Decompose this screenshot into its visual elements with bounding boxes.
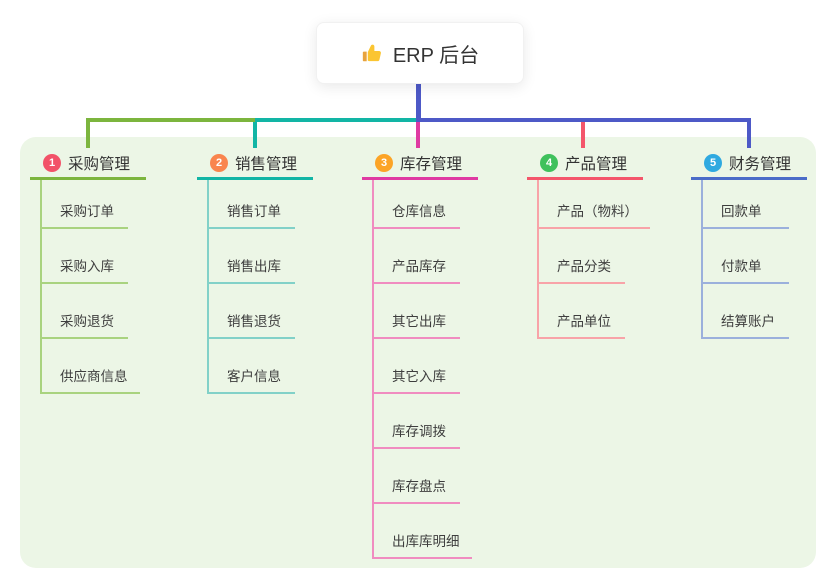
child-node-label: 产品单位 [557, 314, 611, 329]
child-node-label: 采购入库 [60, 259, 114, 274]
child-node[interactable]: 回款单 [703, 180, 789, 229]
branch-2-number-badge: 2 [210, 153, 228, 172]
child-node-label: 库存调拨 [392, 424, 446, 439]
child-node-label: 付款单 [721, 259, 762, 274]
child-node-label: 结算账户 [721, 314, 775, 329]
branch-2-children: 销售订单销售出库销售退货客户信息 [207, 180, 295, 394]
child-node-label: 采购退货 [60, 314, 114, 329]
branch-5-children: 回款单付款单结算账户 [701, 180, 789, 339]
child-node[interactable]: 结算账户 [703, 284, 789, 339]
branch-2: 2 销售管理销售订单销售出库销售退货客户信息 [197, 151, 313, 394]
bus-segment-teal [255, 118, 416, 122]
child-node[interactable]: 仓库信息 [374, 180, 460, 229]
child-node-label: 销售订单 [227, 204, 281, 219]
child-node-label: 其它出库 [392, 314, 446, 329]
root-node[interactable]: ERP 后台 [316, 22, 524, 84]
child-node[interactable]: 客户信息 [209, 339, 295, 394]
child-node[interactable]: 采购订单 [42, 180, 128, 229]
thumbs-up-icon [361, 42, 383, 64]
child-node[interactable]: 库存调拨 [374, 394, 460, 449]
branch-2-title-label: 销售管理 [235, 155, 298, 173]
bus-segment-green [86, 118, 255, 122]
branch-2-drop-line [253, 118, 257, 148]
bus-segment-blue [416, 118, 751, 122]
child-node[interactable]: 产品单位 [539, 284, 625, 339]
child-node[interactable]: 产品库存 [374, 229, 460, 284]
branch-3-title-label: 库存管理 [400, 155, 463, 173]
child-node-label: 采购订单 [60, 204, 114, 219]
branch-1: 1 采购管理采购订单采购入库采购退货供应商信息 [30, 151, 146, 394]
branch-4-number-badge: 4 [540, 153, 558, 172]
child-node-label: 其它入库 [392, 369, 446, 384]
child-node-label: 库存盘点 [392, 479, 446, 494]
branch-1-drop-line [86, 118, 90, 148]
branch-3-drop-line [416, 118, 420, 148]
child-node[interactable]: 其它出库 [374, 284, 460, 339]
child-node[interactable]: 销售退货 [209, 284, 295, 339]
child-node-label: 销售出库 [227, 259, 281, 274]
branch-3: 3 库存管理仓库信息产品库存其它出库其它入库库存调拨库存盘点出库库明细 [362, 151, 478, 559]
child-node[interactable]: 库存盘点 [374, 449, 460, 504]
branch-1-number-badge: 1 [43, 153, 61, 172]
child-node-label: 出库库明细 [392, 534, 460, 549]
branch-4-title-label: 产品管理 [565, 155, 628, 173]
child-node-label: 供应商信息 [60, 369, 128, 384]
branch-5-title[interactable]: 5 财务管理 [691, 151, 807, 180]
child-node-label: 销售退货 [227, 314, 281, 329]
branch-4-title[interactable]: 4 产品管理 [527, 151, 643, 180]
branch-4-children: 产品（物料） 产品分类产品单位 [537, 180, 650, 339]
child-node[interactable]: 其它入库 [374, 339, 460, 394]
child-node[interactable]: 产品（物料） [539, 180, 650, 229]
branch-1-title-label: 采购管理 [68, 155, 131, 173]
branch-1-title[interactable]: 1 采购管理 [30, 151, 146, 180]
branch-3-children: 仓库信息产品库存其它出库其它入库库存调拨库存盘点出库库明细 [372, 180, 472, 559]
child-node-label: 产品（物料） [557, 204, 638, 219]
branch-2-title[interactable]: 2 销售管理 [197, 151, 313, 180]
child-node-label: 产品库存 [392, 259, 446, 274]
root-title: ERP 后台 [392, 44, 480, 67]
child-node[interactable]: 供应商信息 [42, 339, 140, 394]
child-node-label: 回款单 [721, 204, 762, 219]
branch-5-drop-line [747, 118, 751, 148]
branch-4: 4 产品管理产品（物料） 产品分类产品单位 [527, 151, 650, 339]
child-node-label: 产品分类 [557, 259, 611, 274]
branch-5-number-badge: 5 [704, 153, 722, 172]
branch-3-title[interactable]: 3 库存管理 [362, 151, 478, 180]
child-node[interactable]: 产品分类 [539, 229, 625, 284]
branches-panel [20, 137, 816, 568]
child-node[interactable]: 采购退货 [42, 284, 128, 339]
branch-5: 5 财务管理回款单付款单结算账户 [691, 151, 807, 339]
branch-5-title-label: 财务管理 [729, 155, 792, 173]
branch-1-children: 采购订单采购入库采购退货供应商信息 [40, 180, 140, 394]
branch-3-number-badge: 3 [375, 153, 393, 172]
child-node[interactable]: 销售订单 [209, 180, 295, 229]
child-node-label: 仓库信息 [392, 204, 446, 219]
child-node[interactable]: 付款单 [703, 229, 789, 284]
branch-4-drop-line [581, 118, 585, 148]
child-node[interactable]: 出库库明细 [374, 504, 472, 559]
child-node-label: 客户信息 [227, 369, 281, 384]
child-node[interactable]: 销售出库 [209, 229, 295, 284]
root-stem-line [416, 82, 421, 122]
child-node[interactable]: 采购入库 [42, 229, 128, 284]
